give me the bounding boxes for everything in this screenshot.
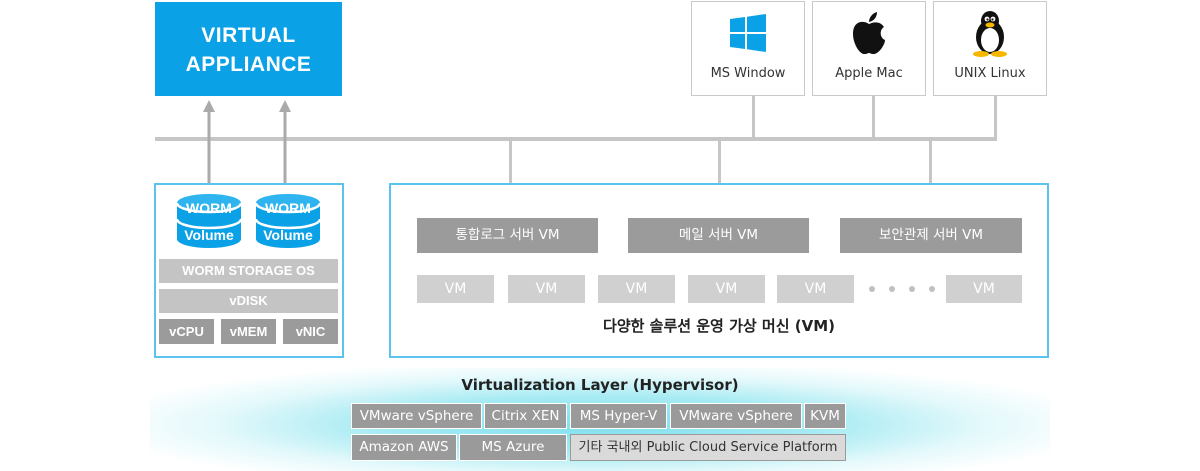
- vm-security-server: 보안관제 서버 VM: [840, 218, 1022, 253]
- vm-small: VM: [508, 275, 585, 303]
- vm-small: VM: [777, 275, 854, 303]
- database-icon: [254, 194, 322, 248]
- vm-caption: 다양한 솔루션 운영 가상 머신 (VM): [603, 317, 835, 335]
- vm-small: VM: [417, 275, 494, 303]
- vnic-bar: vNIC: [283, 319, 338, 344]
- platform-vmware-vsphere: VMware vSphere: [351, 403, 482, 429]
- ellipsis-dot: [909, 286, 915, 292]
- platform-vmware-vsphere-2: VMware vSphere: [670, 403, 802, 429]
- virtual-appliance-line1: VIRTUAL: [201, 24, 296, 47]
- network-bus: [155, 137, 997, 141]
- os-label-unix: UNIX Linux: [954, 66, 1026, 81]
- ellipsis-dot: [889, 286, 895, 292]
- worm-volume-2-bottom: Volume: [263, 227, 313, 243]
- os-label-windows: MS Window: [710, 66, 786, 81]
- worm-volume-1-top: WORM: [186, 200, 232, 216]
- platform-citrix-xen: Citrix XEN: [484, 403, 567, 429]
- vm-small: VM: [598, 275, 675, 303]
- vm-box: [389, 183, 1049, 358]
- connector-mail-server: [718, 141, 721, 218]
- platform-ms-azure: MS Azure: [459, 434, 567, 461]
- worm-volume-2-top: WORM: [265, 200, 311, 216]
- connector-unix: [994, 96, 997, 138]
- windows-icon: [730, 14, 766, 52]
- os-box-apple: Apple Mac: [812, 1, 926, 96]
- tux-icon: [973, 11, 1007, 57]
- vdisk-bar: vDISK: [159, 289, 338, 313]
- ellipsis-dot: [869, 286, 875, 292]
- platform-ms-hyper-v: MS Hyper-V: [570, 403, 667, 429]
- ellipsis-dot: [929, 286, 935, 292]
- database-icon: [175, 194, 243, 248]
- platform-kvm: KVM: [804, 403, 846, 429]
- os-box-unix: UNIX Linux: [933, 1, 1047, 96]
- connector-windows: [752, 96, 755, 138]
- os-label-apple: Apple Mac: [835, 66, 903, 81]
- vm-small: VM: [688, 275, 765, 303]
- vcpu-bar: vCPU: [159, 319, 214, 344]
- arrows-to-appliance: [203, 100, 291, 188]
- arrow-up-icon: [279, 100, 291, 188]
- connector-security-server: [929, 141, 932, 218]
- apple-icon: [853, 12, 885, 55]
- hypervisor-title: Virtualization Layer (Hypervisor): [461, 376, 739, 394]
- vmem-bar: vMEM: [221, 319, 276, 344]
- vm-log-server: 통합로그 서버 VM: [417, 218, 598, 253]
- os-box-windows: MS Window: [691, 1, 805, 96]
- virtual-appliance-box: VIRTUAL APPLIANCE: [155, 2, 342, 96]
- worm-volume-1-bottom: Volume: [184, 227, 234, 243]
- arrow-up-icon: [203, 100, 215, 188]
- vm-mail-server: 메일 서버 VM: [628, 218, 809, 253]
- worm-storage-os-bar: WORM STORAGE OS: [159, 259, 338, 283]
- vm-small: VM: [946, 275, 1022, 303]
- connector-log-server: [509, 141, 512, 218]
- connector-apple: [872, 96, 875, 138]
- platform-amazon-aws: Amazon AWS: [351, 434, 457, 461]
- virtual-appliance-line2: APPLIANCE: [185, 53, 312, 76]
- platform-other-public-cloud: 기타 국내외 Public Cloud Service Platform: [570, 434, 846, 461]
